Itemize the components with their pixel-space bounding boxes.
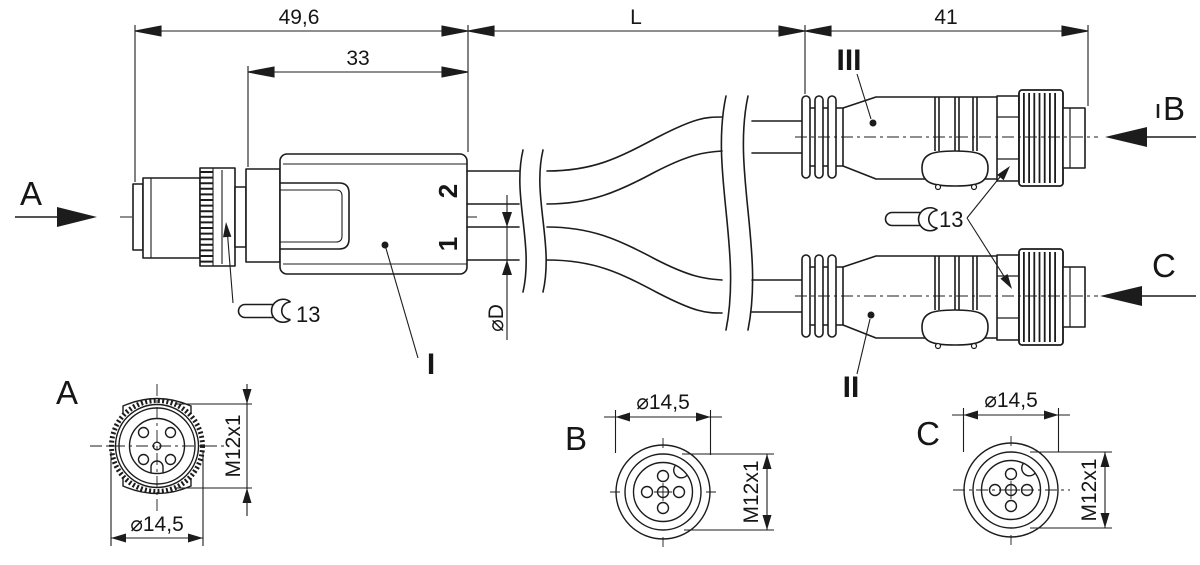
ref-leader-splitter-body: I [381, 241, 435, 381]
dim-41-label: 41 [934, 6, 957, 29]
pin [137, 426, 150, 439]
connector-bottom-side-view [795, 249, 1098, 349]
view-arrow-b-label: B [1163, 90, 1185, 127]
socket-hole [1004, 467, 1018, 481]
port-1-label: 1 [433, 237, 463, 251]
dim-33-label: 33 [346, 47, 369, 70]
detail-view-c: C ⌀14,5 M12x1 [916, 389, 1112, 545]
detail-c-diameter-dim: ⌀14,5 [952, 389, 1070, 452]
ref-III-label: III [836, 44, 861, 77]
dim-L-label: L [630, 6, 642, 29]
pin [137, 453, 150, 466]
knurl-ring-a [109, 398, 205, 494]
detail-a-thread-label: M12x1 [222, 414, 245, 477]
detail-c-thread-label: M12x1 [1078, 458, 1101, 521]
detail-c-diameter-label: ⌀14,5 [984, 389, 1038, 412]
splitter-body [245, 153, 468, 275]
keyway-notch [1021, 462, 1036, 477]
socket-hole [656, 501, 670, 515]
cable-diameter-label: ⌀D [485, 304, 508, 332]
detail-b-thread-label: M12x1 [740, 460, 763, 523]
view-arrow-a: A [15, 175, 97, 227]
detail-a-diameter-label: ⌀14,5 [130, 513, 184, 536]
wrench-size-left-label: 13 [296, 302, 320, 327]
wrench-left-leader [223, 222, 234, 304]
ref-I-label: I [427, 348, 435, 381]
wrench-size-right-label: 13 [939, 207, 963, 232]
wrench-icon-right [884, 206, 939, 232]
detail-view-a: A M12x1 ⌀14,5 [56, 374, 252, 546]
dimension-lines-top [134, 25, 1089, 182]
detail-b-title: B [565, 420, 587, 457]
detail-c-title: C [916, 415, 940, 452]
wrench-right-leaders [966, 166, 1012, 289]
detail-a-title: A [56, 374, 78, 411]
socket-hole [656, 469, 670, 483]
ref-II-label: II [843, 371, 860, 404]
detail-view-b: B ⌀14,5 M12x1 [565, 391, 774, 547]
pin [164, 453, 177, 466]
ref-leader-connector-bottom: II [843, 311, 875, 404]
pin [164, 426, 177, 439]
keyway-notch [673, 464, 688, 479]
detail-b-thread-dim: M12x1 [682, 453, 774, 531]
socket-hole [672, 485, 686, 499]
connector-a-side-view [120, 167, 478, 267]
cables [466, 116, 804, 314]
detail-b-diameter-dim: ⌀14,5 [604, 391, 722, 455]
socket-hole [1004, 499, 1018, 513]
detail-b-diameter-label: ⌀14,5 [636, 391, 690, 414]
dimension-cable-diameter: ⌀D [485, 195, 512, 340]
detail-a-diameter-dim: ⌀14,5 [110, 452, 204, 546]
detail-c-thread-dim: M12x1 [1030, 451, 1112, 529]
view-arrow-a-label: A [20, 175, 42, 212]
port-2-label: 2 [433, 184, 463, 198]
socket-hole [640, 485, 654, 499]
dim-49-6-label: 49,6 [279, 6, 320, 29]
view-arrow-c-label: C [1152, 247, 1176, 284]
connector-top-side-view [795, 90, 1098, 190]
view-arrow-c: C [1100, 247, 1196, 306]
cable-break-marks [519, 95, 754, 331]
view-arrow-b: B [1105, 90, 1196, 147]
ref-leader-connector-top: III [836, 44, 877, 127]
wrench-icon-left [237, 298, 292, 324]
detail-a-thread-dim: M12x1 [176, 384, 252, 516]
